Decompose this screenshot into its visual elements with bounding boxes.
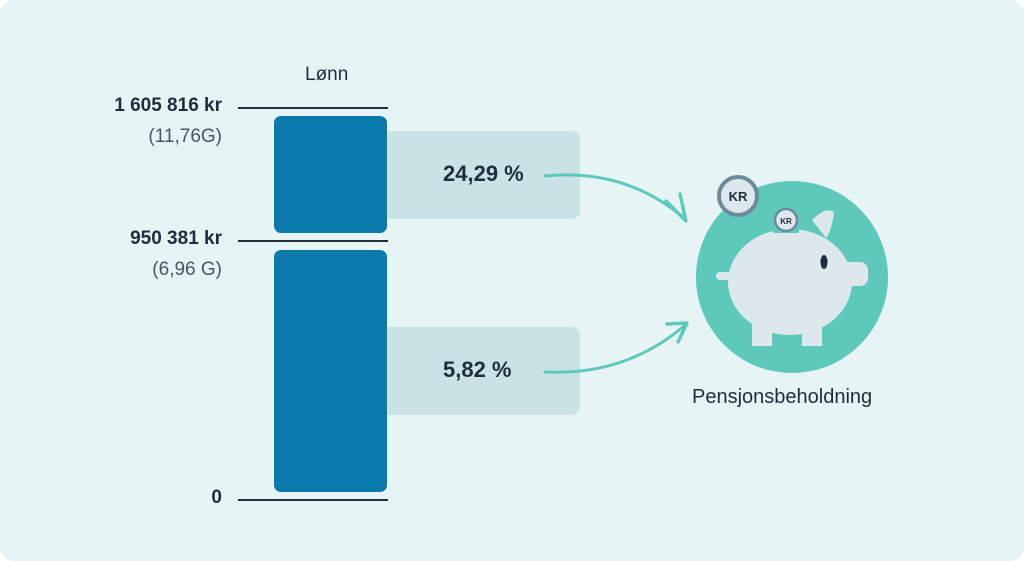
lower-rate-value: 5,82 % [443, 357, 512, 382]
upper-salary-bar [274, 116, 387, 233]
upper-limit-rule [238, 107, 388, 109]
middle-limit-g: (6,96 G) [152, 259, 222, 280]
lower-arrowhead [665, 321, 689, 344]
coin-small [773, 207, 799, 233]
coin-large [717, 175, 759, 217]
column-label: Lønn [305, 64, 349, 85]
lower-arrow [543, 324, 686, 374]
middle-limit-amount: 950 381 kr [130, 228, 222, 249]
coin-large-label: KR [729, 189, 748, 204]
lower-salary-bar [274, 250, 387, 492]
coin-small-label: KR [780, 217, 792, 226]
upper-limit-amount: 1 605 816 kr [114, 95, 222, 116]
upper-rate-value: 24,29 % [443, 161, 524, 186]
middle-limit-rule [238, 240, 388, 242]
upper-arrow [543, 173, 686, 220]
destination-label: Pensjonsbeholdning [692, 386, 873, 408]
piggy-bank-icon [716, 210, 868, 346]
zero-rule [238, 499, 388, 501]
zero-level: 0 [211, 487, 222, 508]
upper-limit-g: (11,76G) [148, 126, 222, 147]
upper-arrowhead [664, 192, 688, 223]
